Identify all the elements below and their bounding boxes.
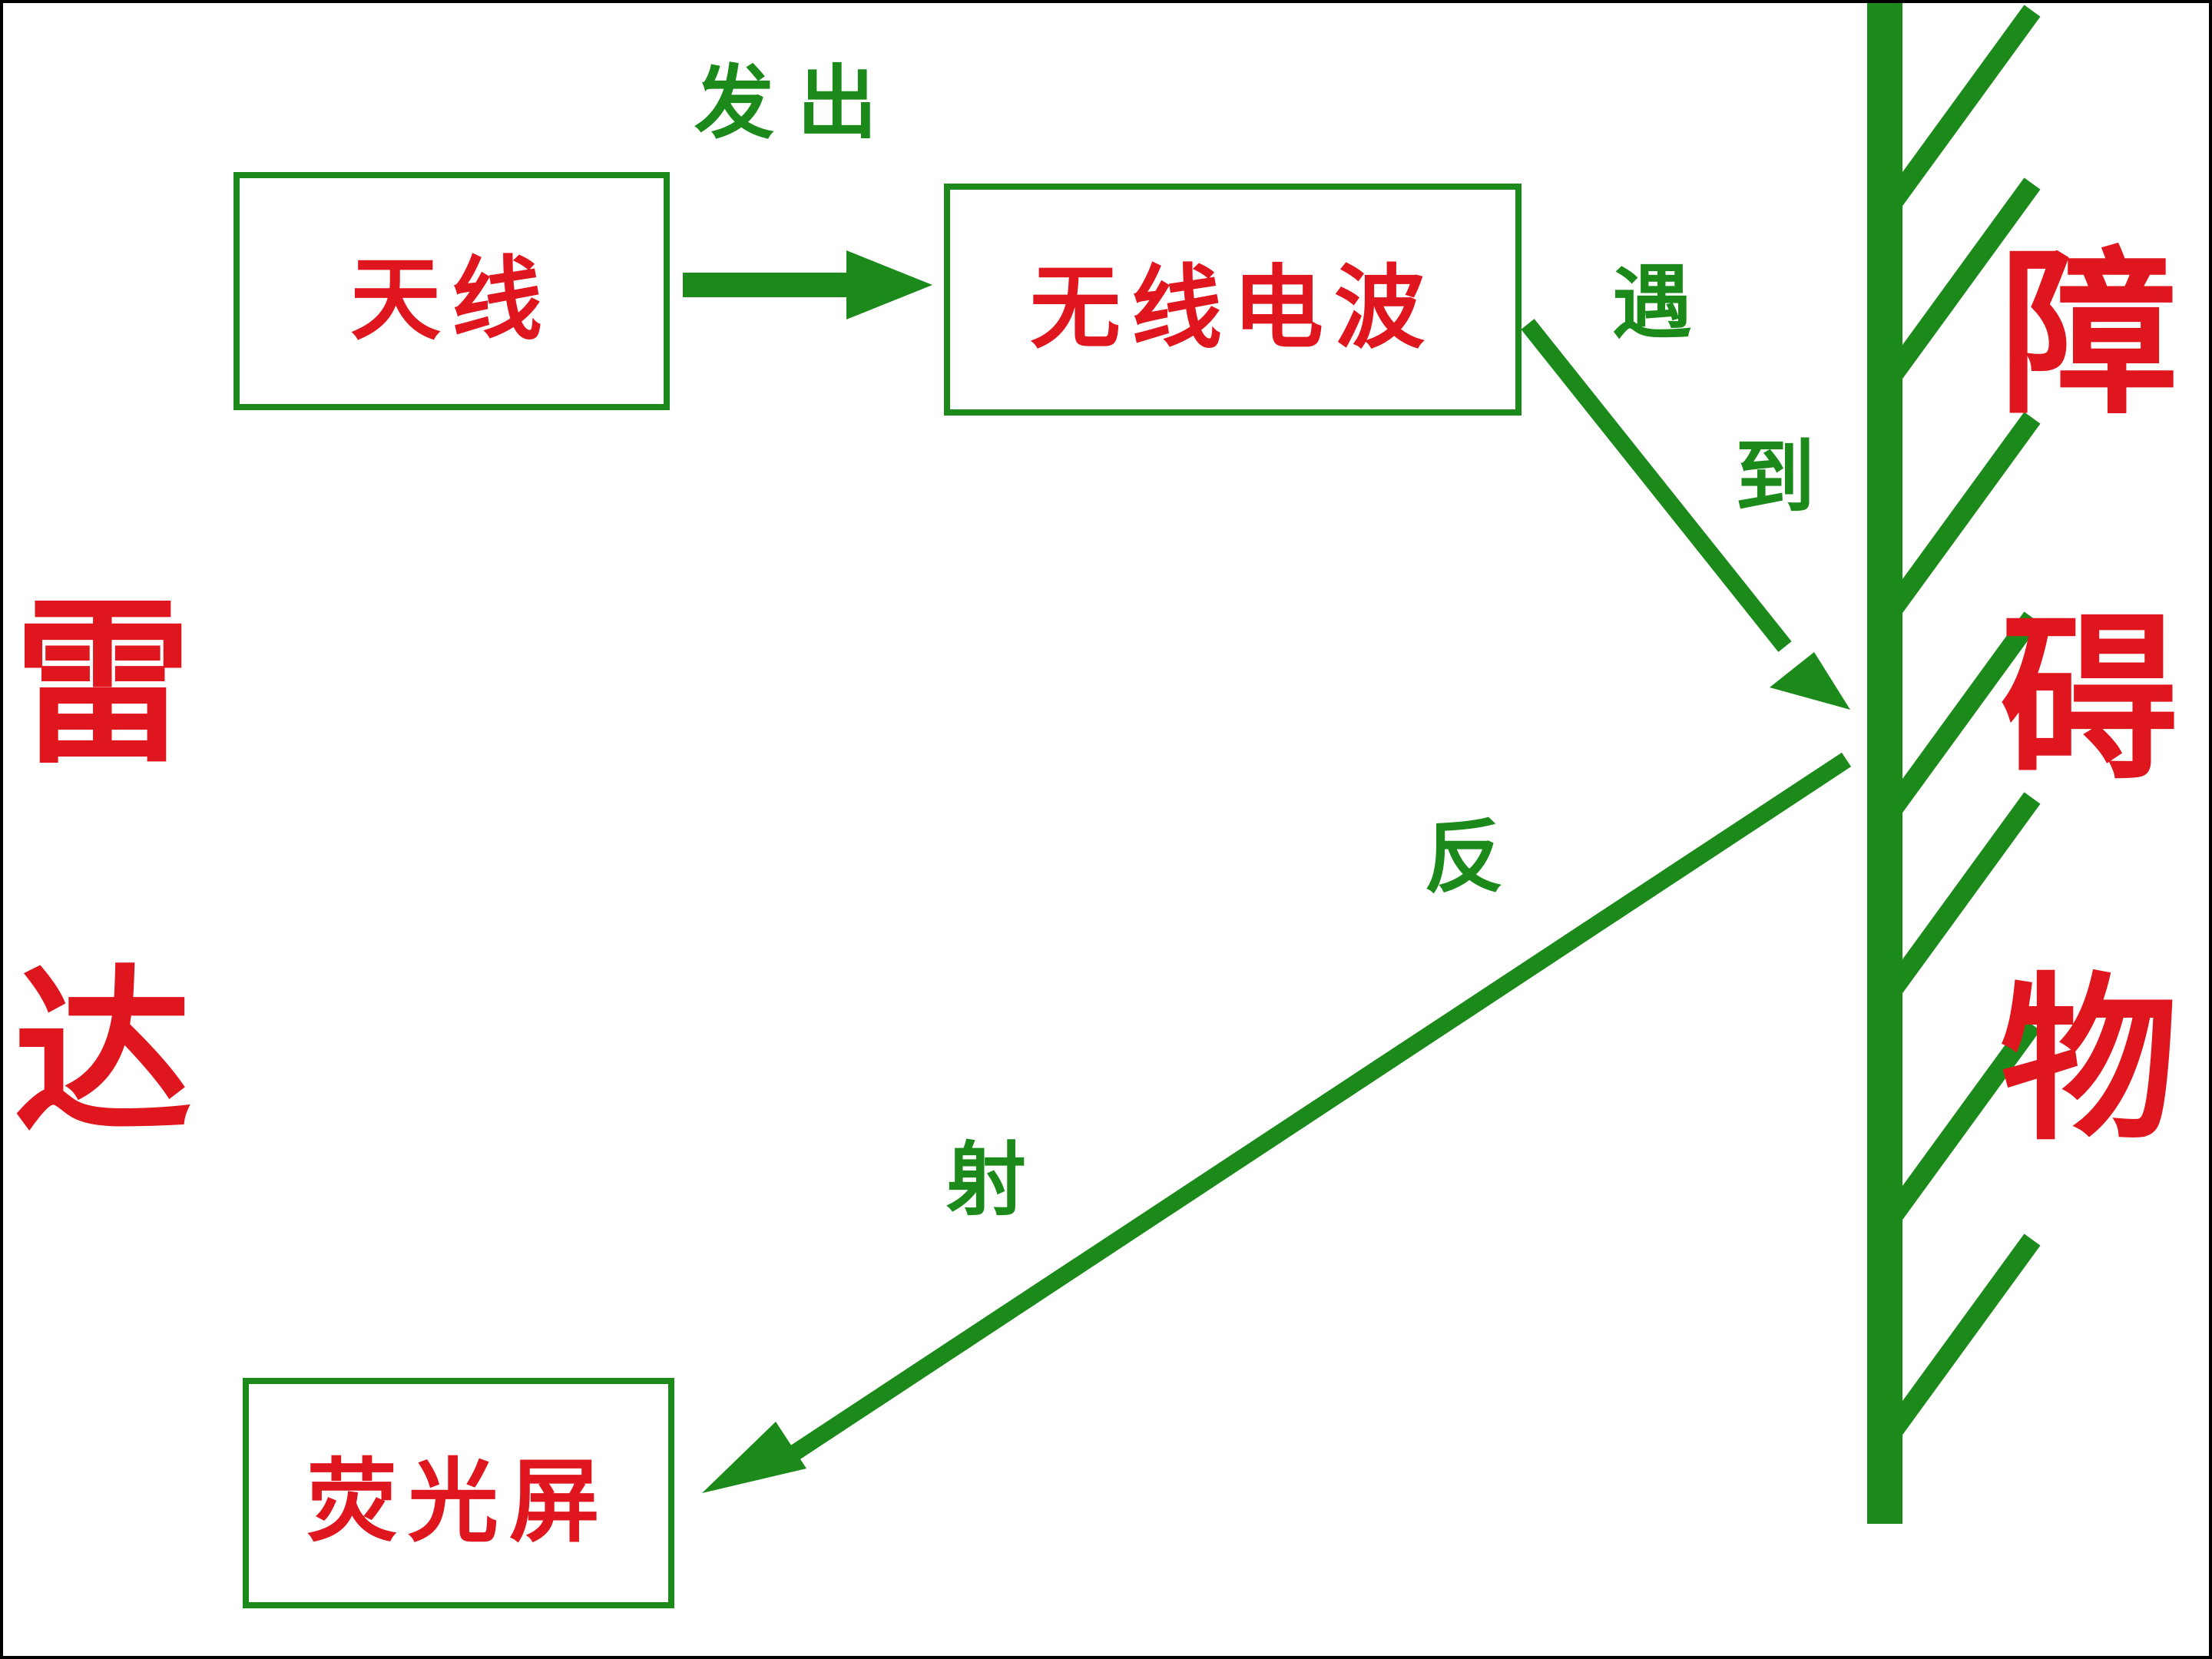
obstacle-hatch-1 [1884, 5, 2041, 209]
obstacle-hatch-3 [1884, 412, 2041, 616]
arrow-emit [683, 250, 932, 320]
label-encounter-1: 遇 [1612, 256, 1693, 349]
obstacle-hatch-5 [1884, 792, 2041, 996]
arrow-encounter [1521, 319, 1850, 710]
arrow-encounter-head [1770, 652, 1850, 710]
obstacle-hatch-7 [1884, 1233, 2041, 1438]
obstacle-hatch-2 [1884, 177, 2041, 382]
arrow-reflect-head [702, 1422, 806, 1493]
arrow-emit-head [846, 250, 932, 320]
radar-title-char-1: 雷 [14, 578, 193, 788]
node-antenna: 天线 [233, 172, 670, 410]
node-screen: 荧光屏 [243, 1378, 674, 1608]
obstacle-wall [1867, 3, 2041, 1524]
obstacle-hatch-4 [1884, 611, 2041, 816]
obstacle-title-char-3: 物 [2000, 955, 2179, 1164]
radar-title-char-2: 达 [14, 947, 193, 1157]
arrow-reflect [702, 752, 1852, 1493]
label-reflect-1: 反 [1424, 810, 1505, 904]
obstacle-title-char-1: 障 [2000, 229, 2179, 439]
obstacle-title-char-2: 碍 [2000, 594, 2179, 803]
diagram-canvas: 雷 达 障 碍 物 天线 无线电波 荧光屏 发出 遇 到 反 射 [3, 3, 2209, 1656]
arrow-encounter-shaft [1521, 319, 1792, 652]
label-reflect-2: 射 [946, 1133, 1027, 1227]
label-encounter-2: 到 [1735, 430, 1816, 524]
arrow-reflect-shaft [789, 752, 1852, 1461]
label-emit: 发出 [694, 56, 901, 150]
obstacle-hatching [1884, 5, 2041, 1438]
obstacle-hatch-6 [1884, 1018, 2041, 1223]
node-radio-wave: 无线电波 [944, 184, 1522, 416]
diagram-graphics [683, 3, 2041, 1524]
